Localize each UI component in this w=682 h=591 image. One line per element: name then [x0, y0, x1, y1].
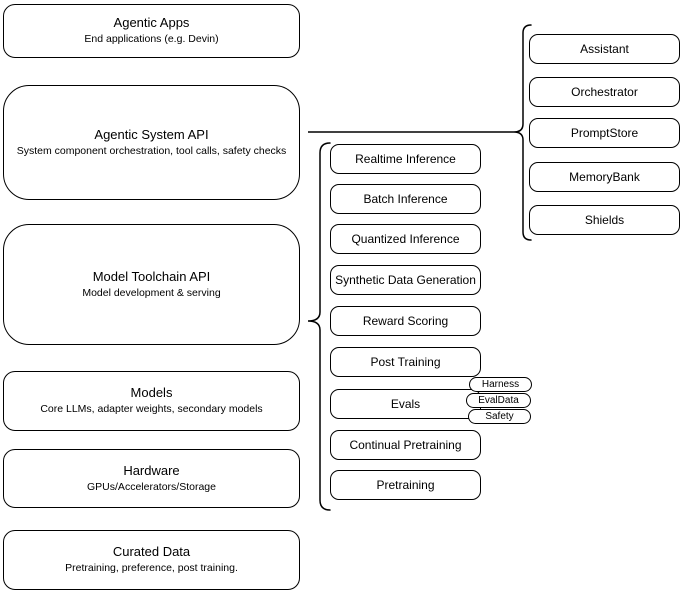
- layer-subtitle: GPUs/Accelerators/Storage: [87, 480, 216, 493]
- toolchain-node-realtime-inference: Realtime Inference: [330, 144, 481, 174]
- layer-subtitle: System component orchestration, tool cal…: [16, 144, 287, 157]
- layer-subtitle: Model development & serving: [82, 286, 221, 299]
- toolchain-node-post-training: Post Training: [330, 347, 481, 377]
- system-component-shields: Shields: [529, 205, 680, 235]
- toolchain-brace: [307, 142, 331, 511]
- system-component-assistant: Assistant: [529, 34, 680, 64]
- layer-box-hardware: Hardware GPUs/Accelerators/Storage: [3, 449, 300, 508]
- layer-title: Model Toolchain API: [92, 268, 211, 284]
- layer-box-model-toolchain-api: Model Toolchain API Model development & …: [3, 224, 300, 345]
- layer-box-models: Models Core LLMs, adapter weights, secon…: [3, 371, 300, 431]
- toolchain-node-reward-scoring: Reward Scoring: [330, 306, 481, 336]
- layer-box-agentic-apps: Agentic Apps End applications (e.g. Devi…: [3, 4, 300, 58]
- layer-title: Models: [130, 385, 173, 401]
- layer-title: Agentic Apps: [113, 15, 190, 31]
- layer-box-agentic-system-api: Agentic System API System component orch…: [3, 85, 300, 200]
- layer-subtitle: End applications (e.g. Devin): [84, 33, 219, 46]
- system-component-promptstore: PromptStore: [529, 118, 680, 148]
- system-component-memorybank: MemoryBank: [529, 162, 680, 192]
- layer-title: Agentic System API: [94, 126, 209, 142]
- layer-title: Hardware: [123, 462, 180, 478]
- toolchain-node-evals: Evals: [330, 389, 481, 419]
- toolchain-node-quantized-inference: Quantized Inference: [330, 224, 481, 254]
- evals-tag-evaldata: EvalData: [466, 393, 531, 408]
- toolchain-node-synthetic-data-generation: Synthetic Data Generation: [330, 265, 481, 295]
- layer-subtitle: Pretraining, preference, post training.: [65, 562, 238, 575]
- evals-tag-harness: Harness: [469, 377, 532, 392]
- layer-subtitle: Core LLMs, adapter weights, secondary mo…: [40, 403, 263, 416]
- toolchain-node-batch-inference: Batch Inference: [330, 184, 481, 214]
- toolchain-node-continual-pretraining: Continual Pretraining: [330, 430, 481, 460]
- toolchain-node-pretraining: Pretraining: [330, 470, 481, 500]
- system-component-orchestrator: Orchestrator: [529, 77, 680, 107]
- evals-tag-safety: Safety: [468, 409, 531, 424]
- layer-box-curated-data: Curated Data Pretraining, preference, po…: [3, 530, 300, 590]
- layer-title: Curated Data: [112, 544, 191, 560]
